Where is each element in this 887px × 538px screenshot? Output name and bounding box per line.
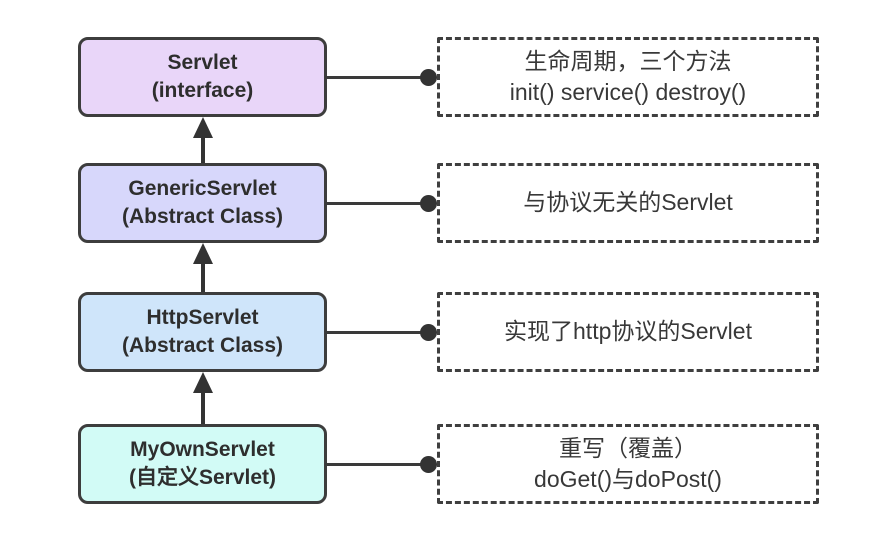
inheritance-arrowhead-icon [193,117,213,138]
class-subtitle: (自定义Servlet) [128,466,277,489]
class-subtitle: (interface) [151,79,254,102]
connector-dot [420,456,437,473]
inheritance-arrowhead-icon [193,243,213,264]
class-box-servlet: Servlet (interface) [78,37,327,117]
note-line: init() service() destroy() [509,79,747,105]
note-line: 与协议无关的Servlet [523,189,733,216]
inheritance-arrow-line [201,261,205,294]
class-title: HttpServlet [146,306,259,330]
note-box-servlet: 生命周期，三个方法 init() service() destroy() [437,37,819,117]
connector-line [325,463,429,466]
connector-dot [420,324,437,341]
connector-line [325,202,429,205]
note-line: doGet()与doPost() [534,466,722,492]
class-box-generic-servlet: GenericServlet (Abstract Class) [78,163,327,243]
note-line: 生命周期，三个方法 [524,47,732,74]
inheritance-arrowhead-icon [193,372,213,393]
class-box-my-own-servlet: MyOwnServlet (自定义Servlet) [78,424,327,504]
class-box-http-servlet: HttpServlet (Abstract Class) [78,292,327,372]
class-title: Servlet [167,51,238,75]
connector-line [325,331,429,334]
note-box-generic-servlet: 与协议无关的Servlet [437,163,819,243]
connector-dot [420,69,437,86]
note-box-my-own-servlet: 重写（覆盖） doGet()与doPost() [437,424,819,504]
connector-dot [420,195,437,212]
inheritance-arrow-line [201,135,205,165]
class-title: GenericServlet [128,177,277,201]
class-title: MyOwnServlet [130,438,275,462]
class-subtitle: (Abstract Class) [121,334,284,357]
class-subtitle: (Abstract Class) [121,205,284,228]
inheritance-arrow-line [201,390,205,426]
connector-line [325,76,429,79]
note-line: 重写（覆盖） [559,434,697,461]
note-line: 实现了http协议的Servlet [504,318,752,345]
note-box-http-servlet: 实现了http协议的Servlet [437,292,819,372]
